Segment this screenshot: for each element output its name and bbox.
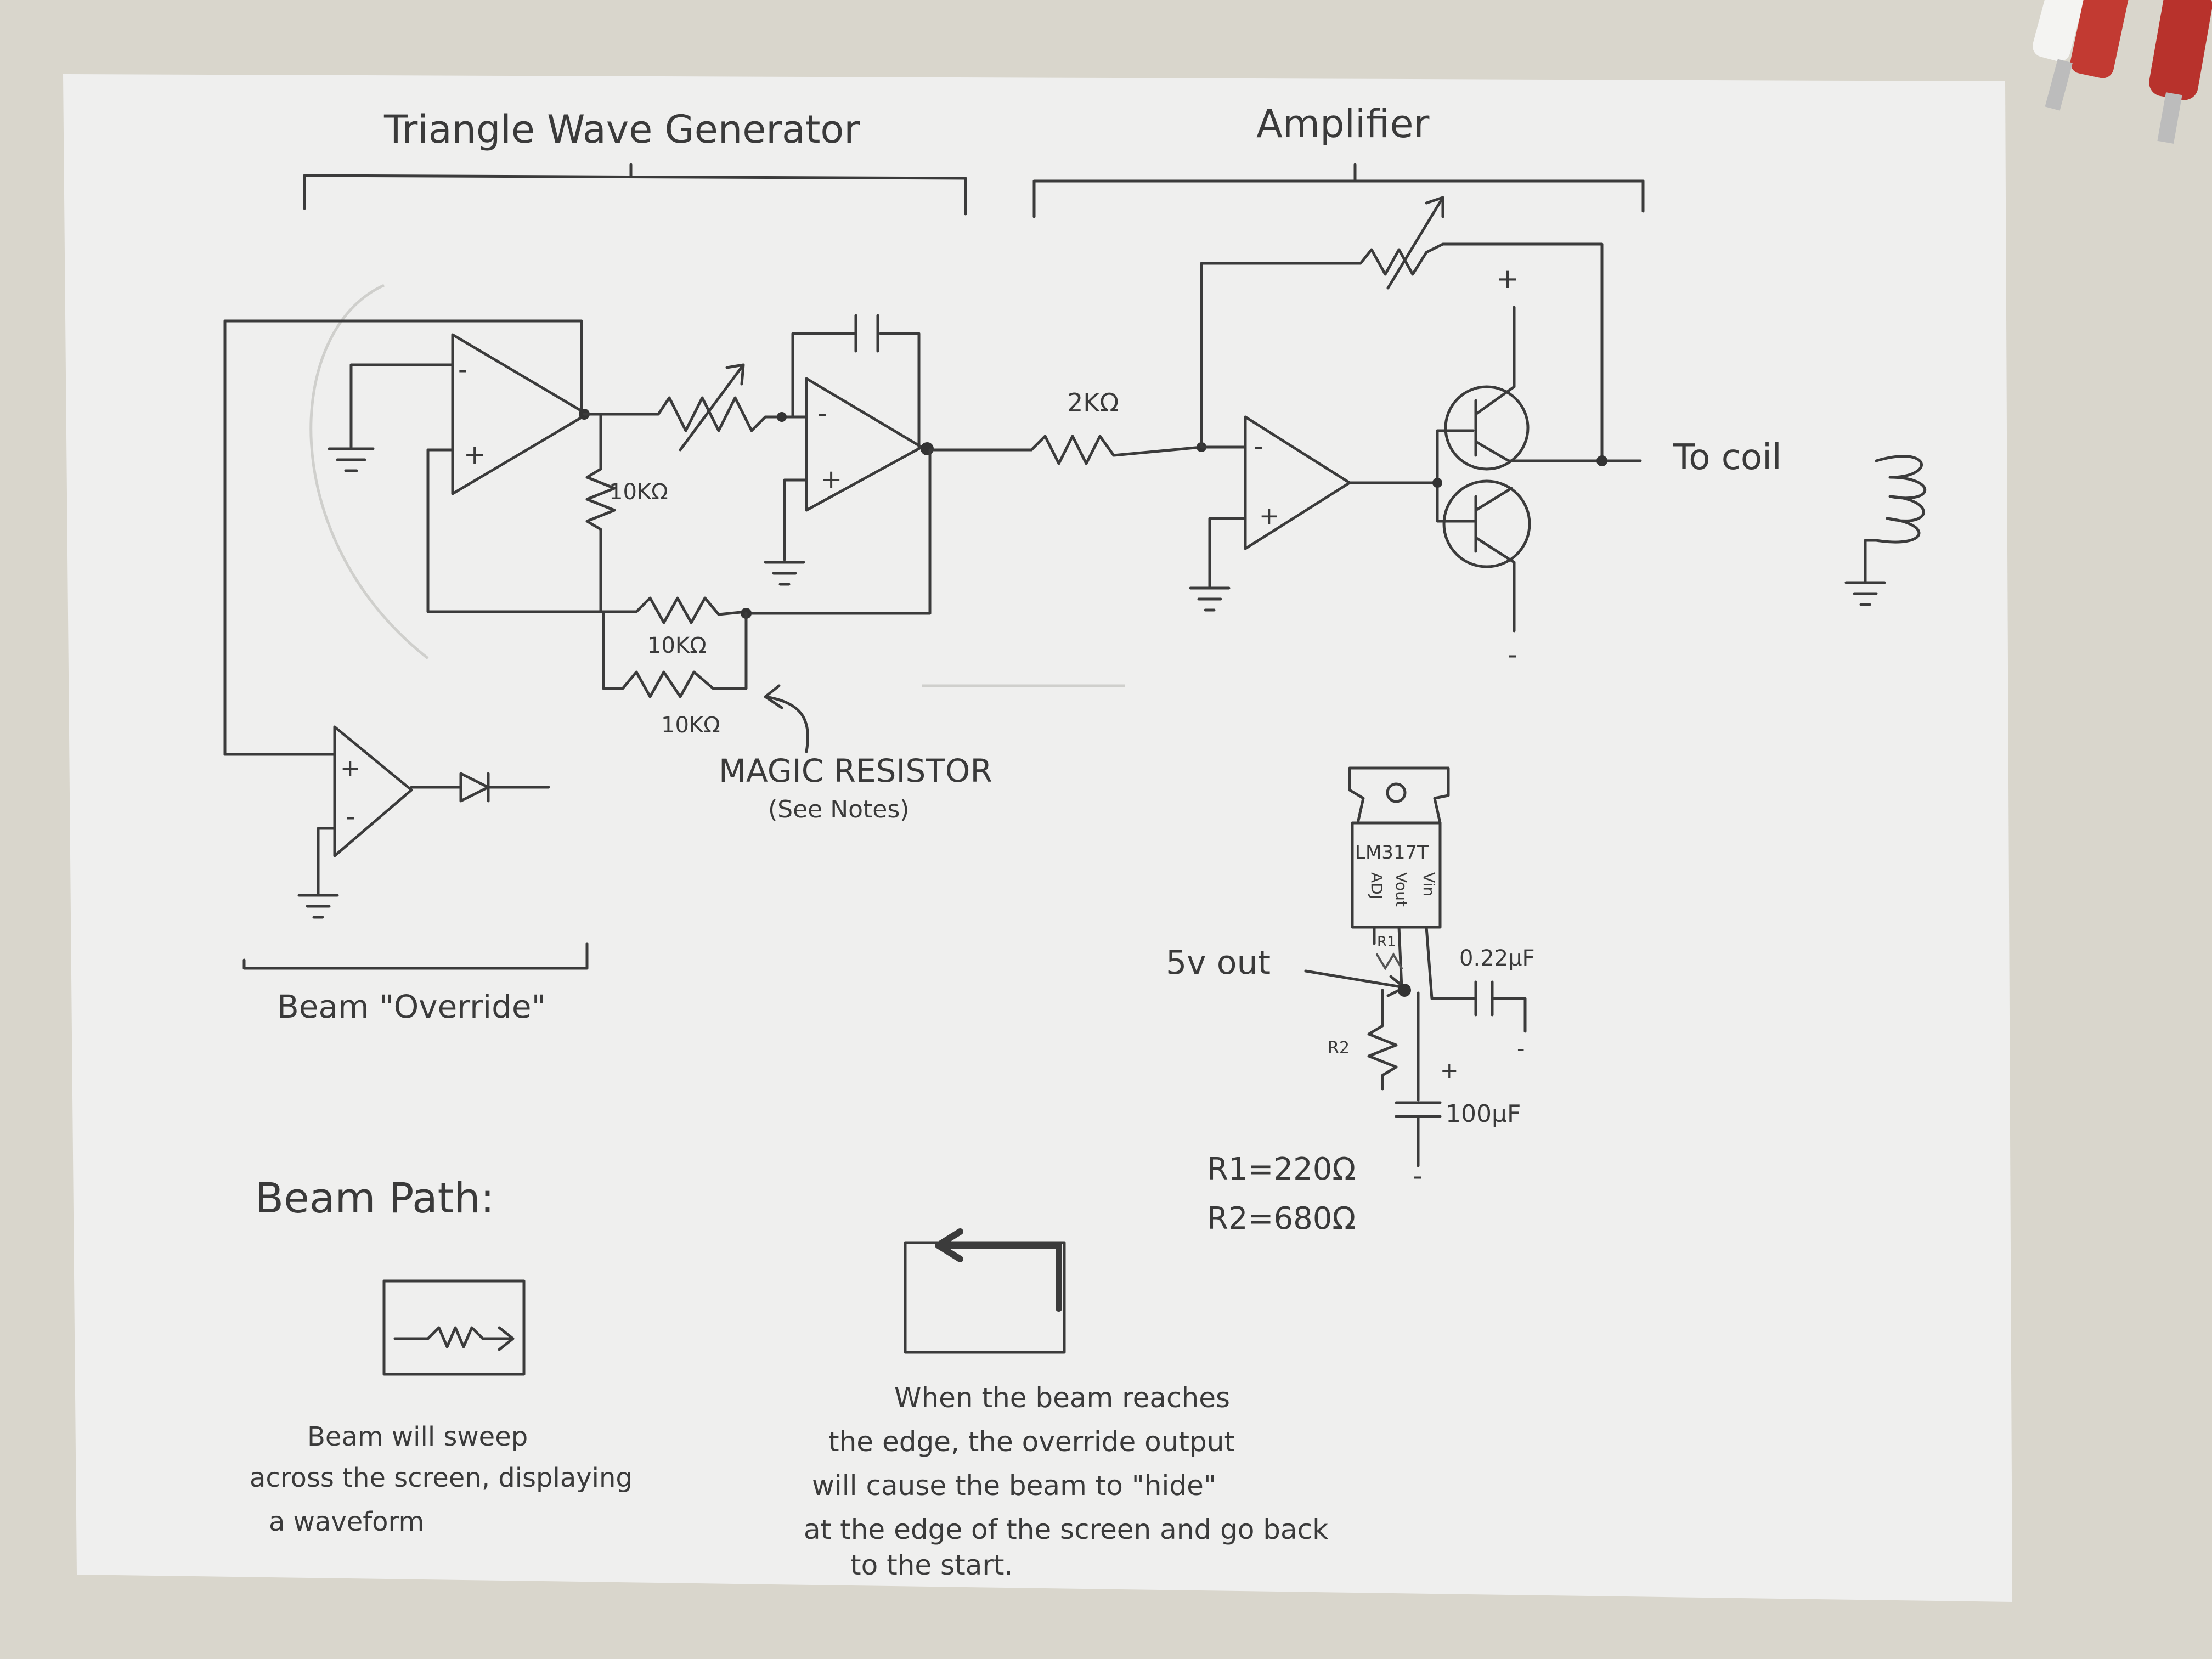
pin-vin: Vin [1420,872,1438,896]
resistor-2k [1030,435,1203,465]
pin-adj: ADJ [1368,872,1386,899]
sweep-line-3: a waveform [269,1506,424,1537]
integrator-ground-wire [783,478,808,561]
return-line-3: will cause the beam to "hide" [812,1470,1216,1502]
resistor-10k-feedback [585,413,616,613]
coil-symbol [1844,455,1926,606]
feedback-loop-wire [223,319,583,756]
override-bracket [242,942,589,970]
resistor-r2 [1367,989,1398,1091]
r1-zigzag [1376,952,1403,970]
lm317-regulator: LM317T ADJ Vout Vin [1348,766,1450,929]
amp-feedback-wire [1200,242,1604,462]
magic-resistor-label: MAGIC RESISTOR [719,752,992,789]
plus-rail-label: + [1496,263,1519,295]
label-10k-bottom: 10KΩ [647,633,707,658]
magic-resistor-arrow [764,684,809,753]
svg-text:+: + [1259,502,1279,530]
r2-tag: R2 [1328,1039,1350,1058]
amp-ground-wire [1208,517,1247,589]
svg-text:+: + [820,464,842,495]
cap1-label: 0.22μF [1459,946,1535,971]
ground-symbol-1 [328,447,375,472]
label-10k-magic: 10KΩ [661,713,720,738]
ground-symbol-3 [297,894,339,919]
r2-value: R2=680Ω [1207,1201,1356,1237]
rca-cables [2032,0,2212,144]
svg-text:-: - [817,398,827,429]
capacitor-022 [1447,980,1527,1033]
cap2-minus: - [1413,1160,1423,1192]
node-amp-out [1432,478,1442,488]
node-adj [1398,984,1411,997]
opamp-comparator: - + [451,333,589,495]
amp-out-wire [1348,429,1477,523]
comparator-plus-wire [426,448,605,613]
cap2-label: 100μF [1446,1100,1521,1128]
svg-text:+: + [464,439,486,470]
svg-text:-: - [458,354,467,385]
svg-text:-: - [1254,431,1263,462]
amplifier-bracket [1032,163,1645,218]
return-path [935,1228,1062,1312]
opamp-integrator: - + [805,377,923,512]
erased-marks [309,284,1125,687]
vout-label: 5v out [1166,944,1271,982]
reg-leads [1373,926,1450,1000]
minus-rail-label: - [1508,639,1517,670]
return-line-1: When the beam reaches [894,1382,1230,1414]
integrator-capacitor [854,314,879,353]
label-10k-feedback: 10KΩ [609,479,668,505]
return-line-5: to the start. [850,1549,1013,1581]
return-line-4: at the edge of the screen and go back [804,1514,1328,1545]
beam-sweep-box [382,1279,526,1376]
regulator-part: LM317T [1355,842,1429,864]
override-title: Beam "Override" [277,988,546,1025]
svg-text:-: - [346,802,355,832]
triangle-bracket [303,163,967,216]
cap-minus: - [1517,1036,1525,1062]
opamp-override: + - [333,725,413,857]
return-line-2: the edge, the override output [828,1426,1235,1458]
node-integrator-in [777,412,787,422]
pot-arrow-2 [1386,196,1444,290]
resistor-10k-bottom [602,596,748,624]
paper-sheet [63,74,2012,1602]
ground-symbol-2 [764,561,805,586]
amplifier-title: Amplifier [1256,101,1430,146]
resistor-10k-magic [602,612,748,698]
node-coil-out [1596,455,1607,466]
r1-tag: R1 [1377,934,1396,950]
to-coil-label: To coil [1673,437,1782,478]
cap2-plus: + [1440,1058,1459,1084]
pnp-transistor [1442,479,1531,568]
opamp-amplifier: - + [1244,415,1351,550]
svg-text:+: + [340,754,360,782]
capacitor-100 [1395,991,1442,1167]
triangle-title: Triangle Wave Generator [383,107,860,152]
variable-resistor-1 [583,396,808,432]
pin-vout: Vout [1392,872,1410,907]
beam-path-title: Beam Path: [255,1173,494,1222]
integrator-cap-wire [791,332,921,449]
label-2k: 2KΩ [1067,388,1119,417]
sweep-wave [393,1326,515,1351]
npn-transistor [1444,385,1530,471]
see-notes-label: (See Notes) [768,795,909,823]
diode-symbol [410,772,550,803]
r1-value: R1=220Ω [1207,1152,1356,1187]
bottom-wire-to-output [744,449,932,615]
comparator-ground-wire [349,363,454,449]
pot-arrow-1 [679,363,745,452]
sweep-line-2: across the screen, displaying [250,1463,633,1493]
ground-symbol-4 [1189,586,1231,612]
override-ground-wire [317,827,336,896]
sweep-line-1: Beam will sweep [307,1421,528,1452]
